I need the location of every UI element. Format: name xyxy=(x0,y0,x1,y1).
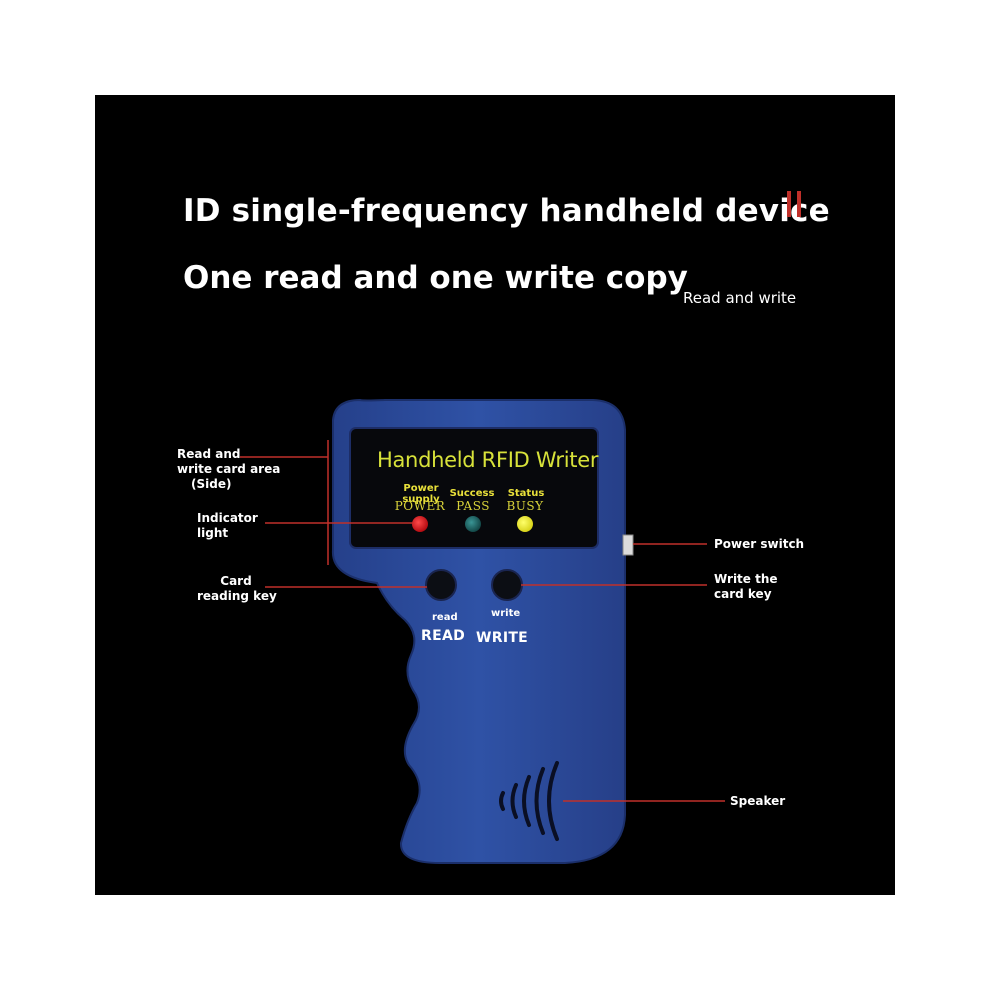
write-key xyxy=(491,569,523,601)
write-key-small-label: write xyxy=(491,608,521,619)
indicator-busy-caption: Status xyxy=(507,488,545,499)
callout-card-reading-key: Card reading key xyxy=(197,574,277,603)
rfid-writer-device xyxy=(240,398,725,864)
led-busy xyxy=(517,516,533,532)
indicator-pass-caption: Success xyxy=(449,488,495,499)
read-key-big-label: READ xyxy=(421,628,465,644)
callout-card-area: Read and write card area (Side) xyxy=(177,447,281,491)
callout-speaker: Speaker xyxy=(730,794,786,808)
screen-title: Handheld RFID Writer xyxy=(377,448,599,472)
headline-subtitle: One read and one write copy xyxy=(183,260,688,296)
red-accent-bars xyxy=(787,191,803,217)
indicator-busy-label: BUSY xyxy=(506,499,544,513)
power-switch xyxy=(622,534,634,556)
indicator-power-caption: Power supply xyxy=(402,483,440,505)
callout-power-switch: Power switch xyxy=(714,537,805,551)
read-key-small-label: read xyxy=(432,612,458,623)
tagline: Read and write xyxy=(683,289,797,307)
write-key-big-label: WRITE xyxy=(476,630,529,646)
product-image: ID single-frequency handheld device One … xyxy=(95,95,895,895)
callout-indicator-light: Indicator light xyxy=(197,511,258,540)
callout-write-card-key: Write the card key xyxy=(714,572,778,601)
indicator-pass-label: PASS xyxy=(456,499,490,513)
led-pass xyxy=(465,516,481,532)
headline-title: ID single-frequency handheld device xyxy=(183,193,830,229)
speaker-grille-icon xyxy=(499,761,559,841)
indicator-power-label: POWER xyxy=(394,499,446,513)
led-power xyxy=(412,516,428,532)
lcd-screen xyxy=(349,427,599,549)
read-key xyxy=(425,569,457,601)
